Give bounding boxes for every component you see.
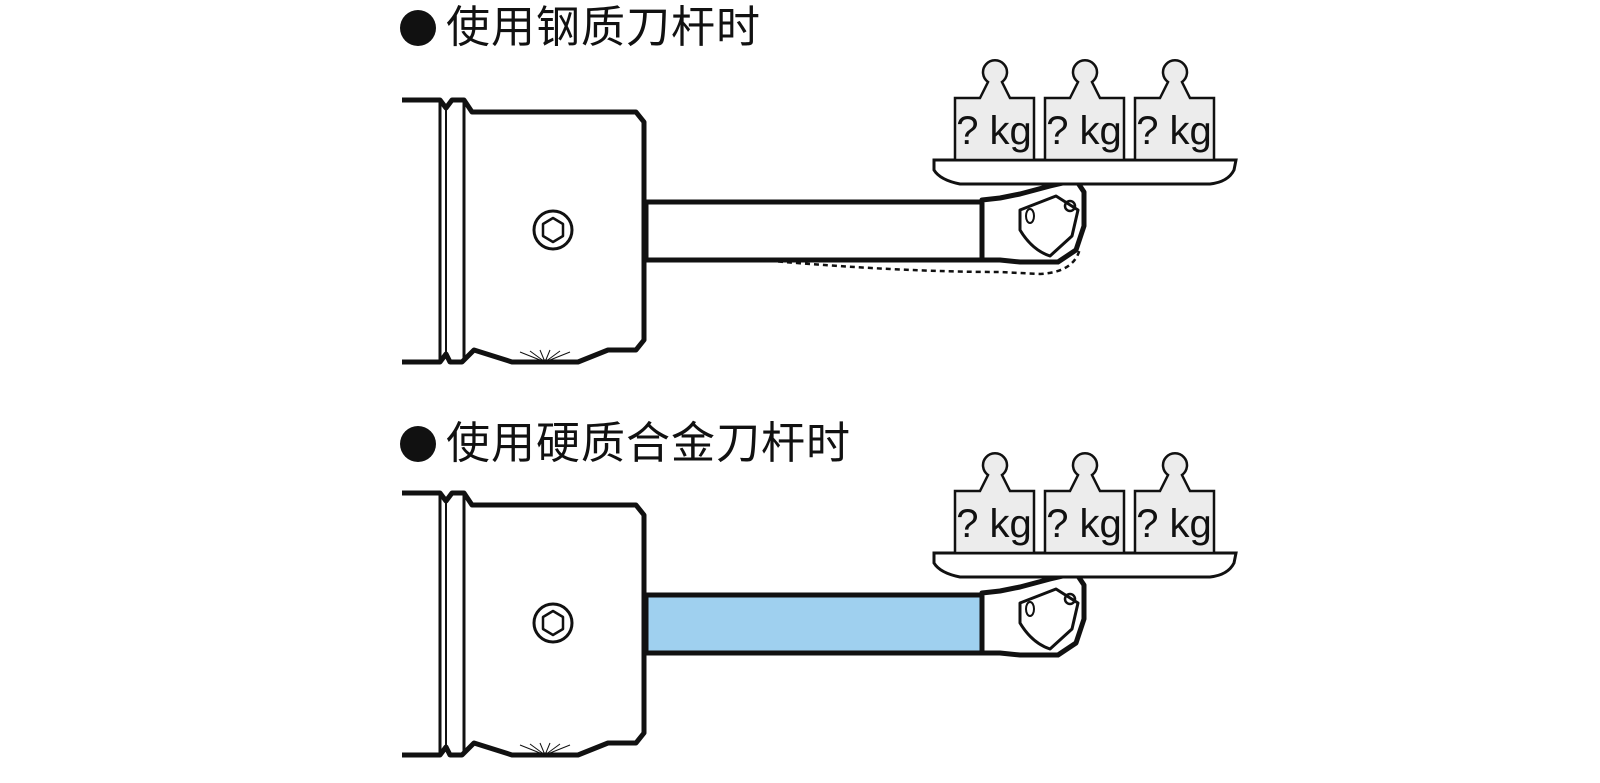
coolant-fan-icon <box>519 349 571 363</box>
weight-label: ? kg <box>1046 109 1122 153</box>
weight-block-3: ? kg <box>1133 452 1216 555</box>
weight-label: ? kg <box>1046 502 1122 546</box>
holder-body <box>402 490 647 758</box>
weight-block-1: ? kg <box>953 452 1036 555</box>
holder-body <box>402 97 647 365</box>
weight-label: ? kg <box>1136 502 1212 546</box>
section-heading-steel: 使用钢质刀杆时 <box>400 0 761 56</box>
bullet-icon <box>400 426 436 462</box>
hex-socket-icon <box>541 609 565 637</box>
heading-text: 使用钢质刀杆时 <box>446 2 761 53</box>
weight-label: ? kg <box>956 109 1032 153</box>
carbide-bar-diagram: ? kg ? kg ? kg <box>402 452 1238 758</box>
heading-text: 使用硬质合金刀杆时 <box>446 418 851 469</box>
insert-hole-icon <box>1025 208 1035 224</box>
weight-label: ? kg <box>956 502 1032 546</box>
weight-label: ? kg <box>1136 109 1212 153</box>
weight-block-3: ? kg <box>1133 59 1216 162</box>
screw-icon <box>532 209 574 251</box>
weight-tray <box>932 158 1238 186</box>
weight-block-2: ? kg <box>1043 452 1126 555</box>
coolant-fan-icon <box>519 742 571 756</box>
insert-screw-icon <box>1063 199 1077 213</box>
insert-screw-icon <box>1063 592 1077 606</box>
cutting-insert-icon <box>1018 194 1080 258</box>
weight-tray <box>932 551 1238 579</box>
weight-block-1: ? kg <box>953 59 1036 162</box>
bullet-icon <box>400 10 436 46</box>
section-heading-carbide: 使用硬质合金刀杆时 <box>400 416 851 472</box>
cutting-insert-icon <box>1018 587 1080 651</box>
hex-socket-icon <box>541 216 565 244</box>
steel-bar-diagram: ? kg ? kg ? kg <box>402 59 1238 365</box>
boring-bar-carbide <box>643 592 985 656</box>
deflection-outline <box>759 247 1082 276</box>
insert-hole-icon <box>1025 601 1035 617</box>
screw-icon <box>532 602 574 644</box>
boring-bar <box>643 199 985 263</box>
weight-block-2: ? kg <box>1043 59 1126 162</box>
